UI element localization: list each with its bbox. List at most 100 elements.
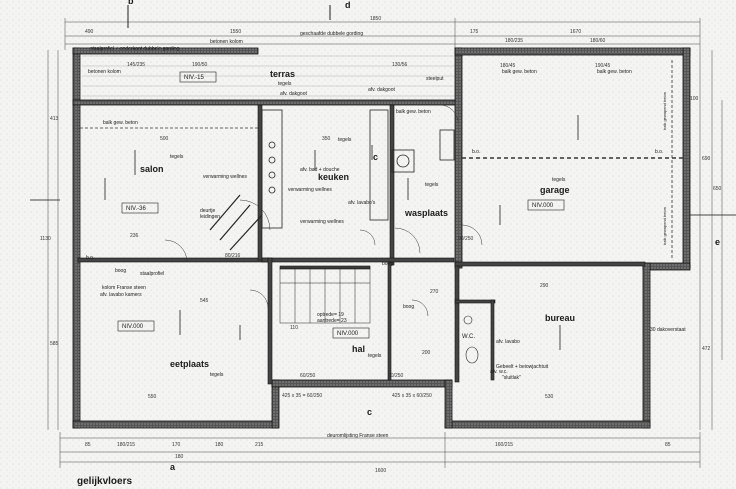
top-dim: 190/45 (595, 63, 611, 69)
label-staalprofiel: staalprofiel + onderkant dubbele gording (90, 46, 180, 52)
bottom-dim: 170 (172, 442, 181, 448)
inner-dim: 90/250 (458, 236, 474, 242)
inner-dim: 290 (540, 283, 549, 289)
right-dim: 472 (702, 346, 711, 352)
top-dim: 180/45 (500, 63, 516, 69)
right-dim: 650 (713, 186, 722, 192)
stairs (279, 267, 371, 324)
note-bo-3: b.o. (655, 149, 663, 155)
top-dim: 190/50 (192, 62, 208, 68)
left-dim: 1130 (40, 236, 51, 242)
bottom-dim: 215 (255, 442, 264, 448)
note-afv-lavabo-k: afv. lavabo's (348, 200, 376, 206)
note-balk-wasplaats: balk gew. beton (396, 109, 431, 115)
inner-dim: 350 (322, 136, 331, 142)
top-dim: 130/56 (392, 62, 408, 68)
note-verwarming-salon: verwarming wellnes (203, 174, 247, 180)
room-wasplaats-name: wasplaats (404, 208, 448, 218)
room-garage-level: NIV.000 (532, 203, 554, 209)
room-hal-name: hal (352, 344, 365, 354)
room-salon-floor: tegels (170, 154, 184, 160)
note-staalprofiel: staalprofiel (140, 271, 164, 277)
room-eetplaats-name: eetplaats (170, 359, 209, 369)
note-afv-wc: afv. w.c. (490, 369, 508, 375)
inner-dim: 110 (290, 325, 298, 331)
level-box-eetplaats (117, 320, 155, 332)
room-salon-name: salon (140, 164, 164, 174)
label-kolom-top: betonen kolom (210, 39, 243, 45)
room-terras-floor: tegels (278, 81, 292, 87)
room-garage-floor: tegels (552, 177, 566, 183)
room-bureau-name: bureau (545, 313, 575, 323)
inner-walls (77, 104, 646, 385)
wc-fixture (463, 315, 479, 364)
label-dakgoot-l: afv. dakgoot (280, 91, 307, 97)
note-sluitlak: "sluitlak" (502, 375, 521, 381)
note-balk-garage-l: balk gew. beton (502, 69, 537, 75)
bottom-dimension-lines (59, 432, 701, 468)
inner-dim: 530 (545, 394, 554, 400)
note-bo-2: b.o. (472, 149, 480, 155)
room-garage-name: garage (540, 185, 570, 195)
room-hal-level: NIV.000 (337, 331, 359, 337)
note-balk-right: balk gewapend beton (662, 92, 667, 130)
inner-dim: 545 (200, 298, 209, 304)
note-balk-right2: balk gewapend beton (662, 207, 667, 245)
note-balk-garage-r: balk gew. beton (597, 69, 632, 75)
room-terras-level: NIV.-15 (184, 75, 204, 81)
inner-dim: 80/216 (225, 253, 241, 259)
label-dubbele-gording: geschaafde dubbele gording (300, 31, 363, 37)
note-deurpuit: deuromlijsting Franse steen (327, 433, 389, 439)
kitchen-counter (261, 109, 455, 229)
bottom-dim: 1600 (375, 468, 386, 474)
note-boog-1: boog (115, 268, 126, 274)
level-box-hal (332, 327, 370, 339)
top-dimension-lines (64, 5, 701, 50)
note-optrede: optrede= 19 (317, 312, 344, 318)
room-keuken-floor: tegels (338, 137, 352, 143)
room-terras-name: terras (270, 69, 295, 79)
room-eetplaats-floor: tegels (210, 372, 224, 378)
note-boog-3: boog (382, 261, 393, 267)
room-wasplaats-floor: tegels (425, 182, 439, 188)
window-dim: 425 x 35 = 60/250 (282, 393, 322, 399)
note-gebeelt: Gebeelt + beiowjachtuit (496, 364, 549, 370)
inner-dim: 500 (160, 136, 169, 142)
note-afv-bad: afv. bad + douche (300, 167, 340, 173)
bottom-dim: 85 (85, 442, 91, 448)
window-dim: 60/250 (388, 373, 404, 379)
inner-dim: 200 (422, 350, 431, 356)
terrace-hatch (82, 55, 455, 97)
bottom-dim: 85 (665, 442, 671, 448)
note-bo-1: b.o. (86, 255, 94, 261)
note-afv-lavabo-wc: afv. lavabo (496, 339, 520, 345)
direction-arrows (104, 115, 579, 350)
note-kolom-franse: kolom Franse steen (102, 285, 146, 291)
window-dim: 60/250 (300, 373, 316, 379)
inner-dim: 550 (148, 394, 157, 400)
section-b-top: b (128, 0, 134, 6)
note-verwarming-2: verwarming wellnes (300, 219, 344, 225)
top-dim: 1670 (570, 29, 581, 35)
section-d-top: d (345, 0, 351, 10)
note-afv-lavabo-kamers: afv. lavabo kamers (100, 292, 142, 298)
label-dakgoot-r: afv. dakgoot (368, 87, 395, 93)
note-verwarming-1: verwarming wellnes (288, 187, 332, 193)
right-dim: 690 (702, 156, 711, 162)
room-salon-level: NIV.-36 (126, 206, 146, 212)
top-dim: 180/60 (590, 38, 606, 44)
section-e: e (715, 237, 720, 247)
section-a: a (170, 462, 176, 472)
note-leidingen: leidingen (200, 214, 220, 220)
note-aantrede: aantrede= 23 (317, 318, 347, 324)
left-dim: 585 (50, 341, 59, 347)
bottom-dim: 180 (215, 442, 224, 448)
inner-dim: 270 (430, 289, 439, 295)
top-dim: 1550 (230, 29, 241, 35)
bottom-dim: 180 (175, 454, 184, 460)
top-dim: 180/235 (505, 38, 523, 44)
bottom-dim: 180/215 (117, 442, 135, 448)
section-c: c (367, 407, 372, 417)
